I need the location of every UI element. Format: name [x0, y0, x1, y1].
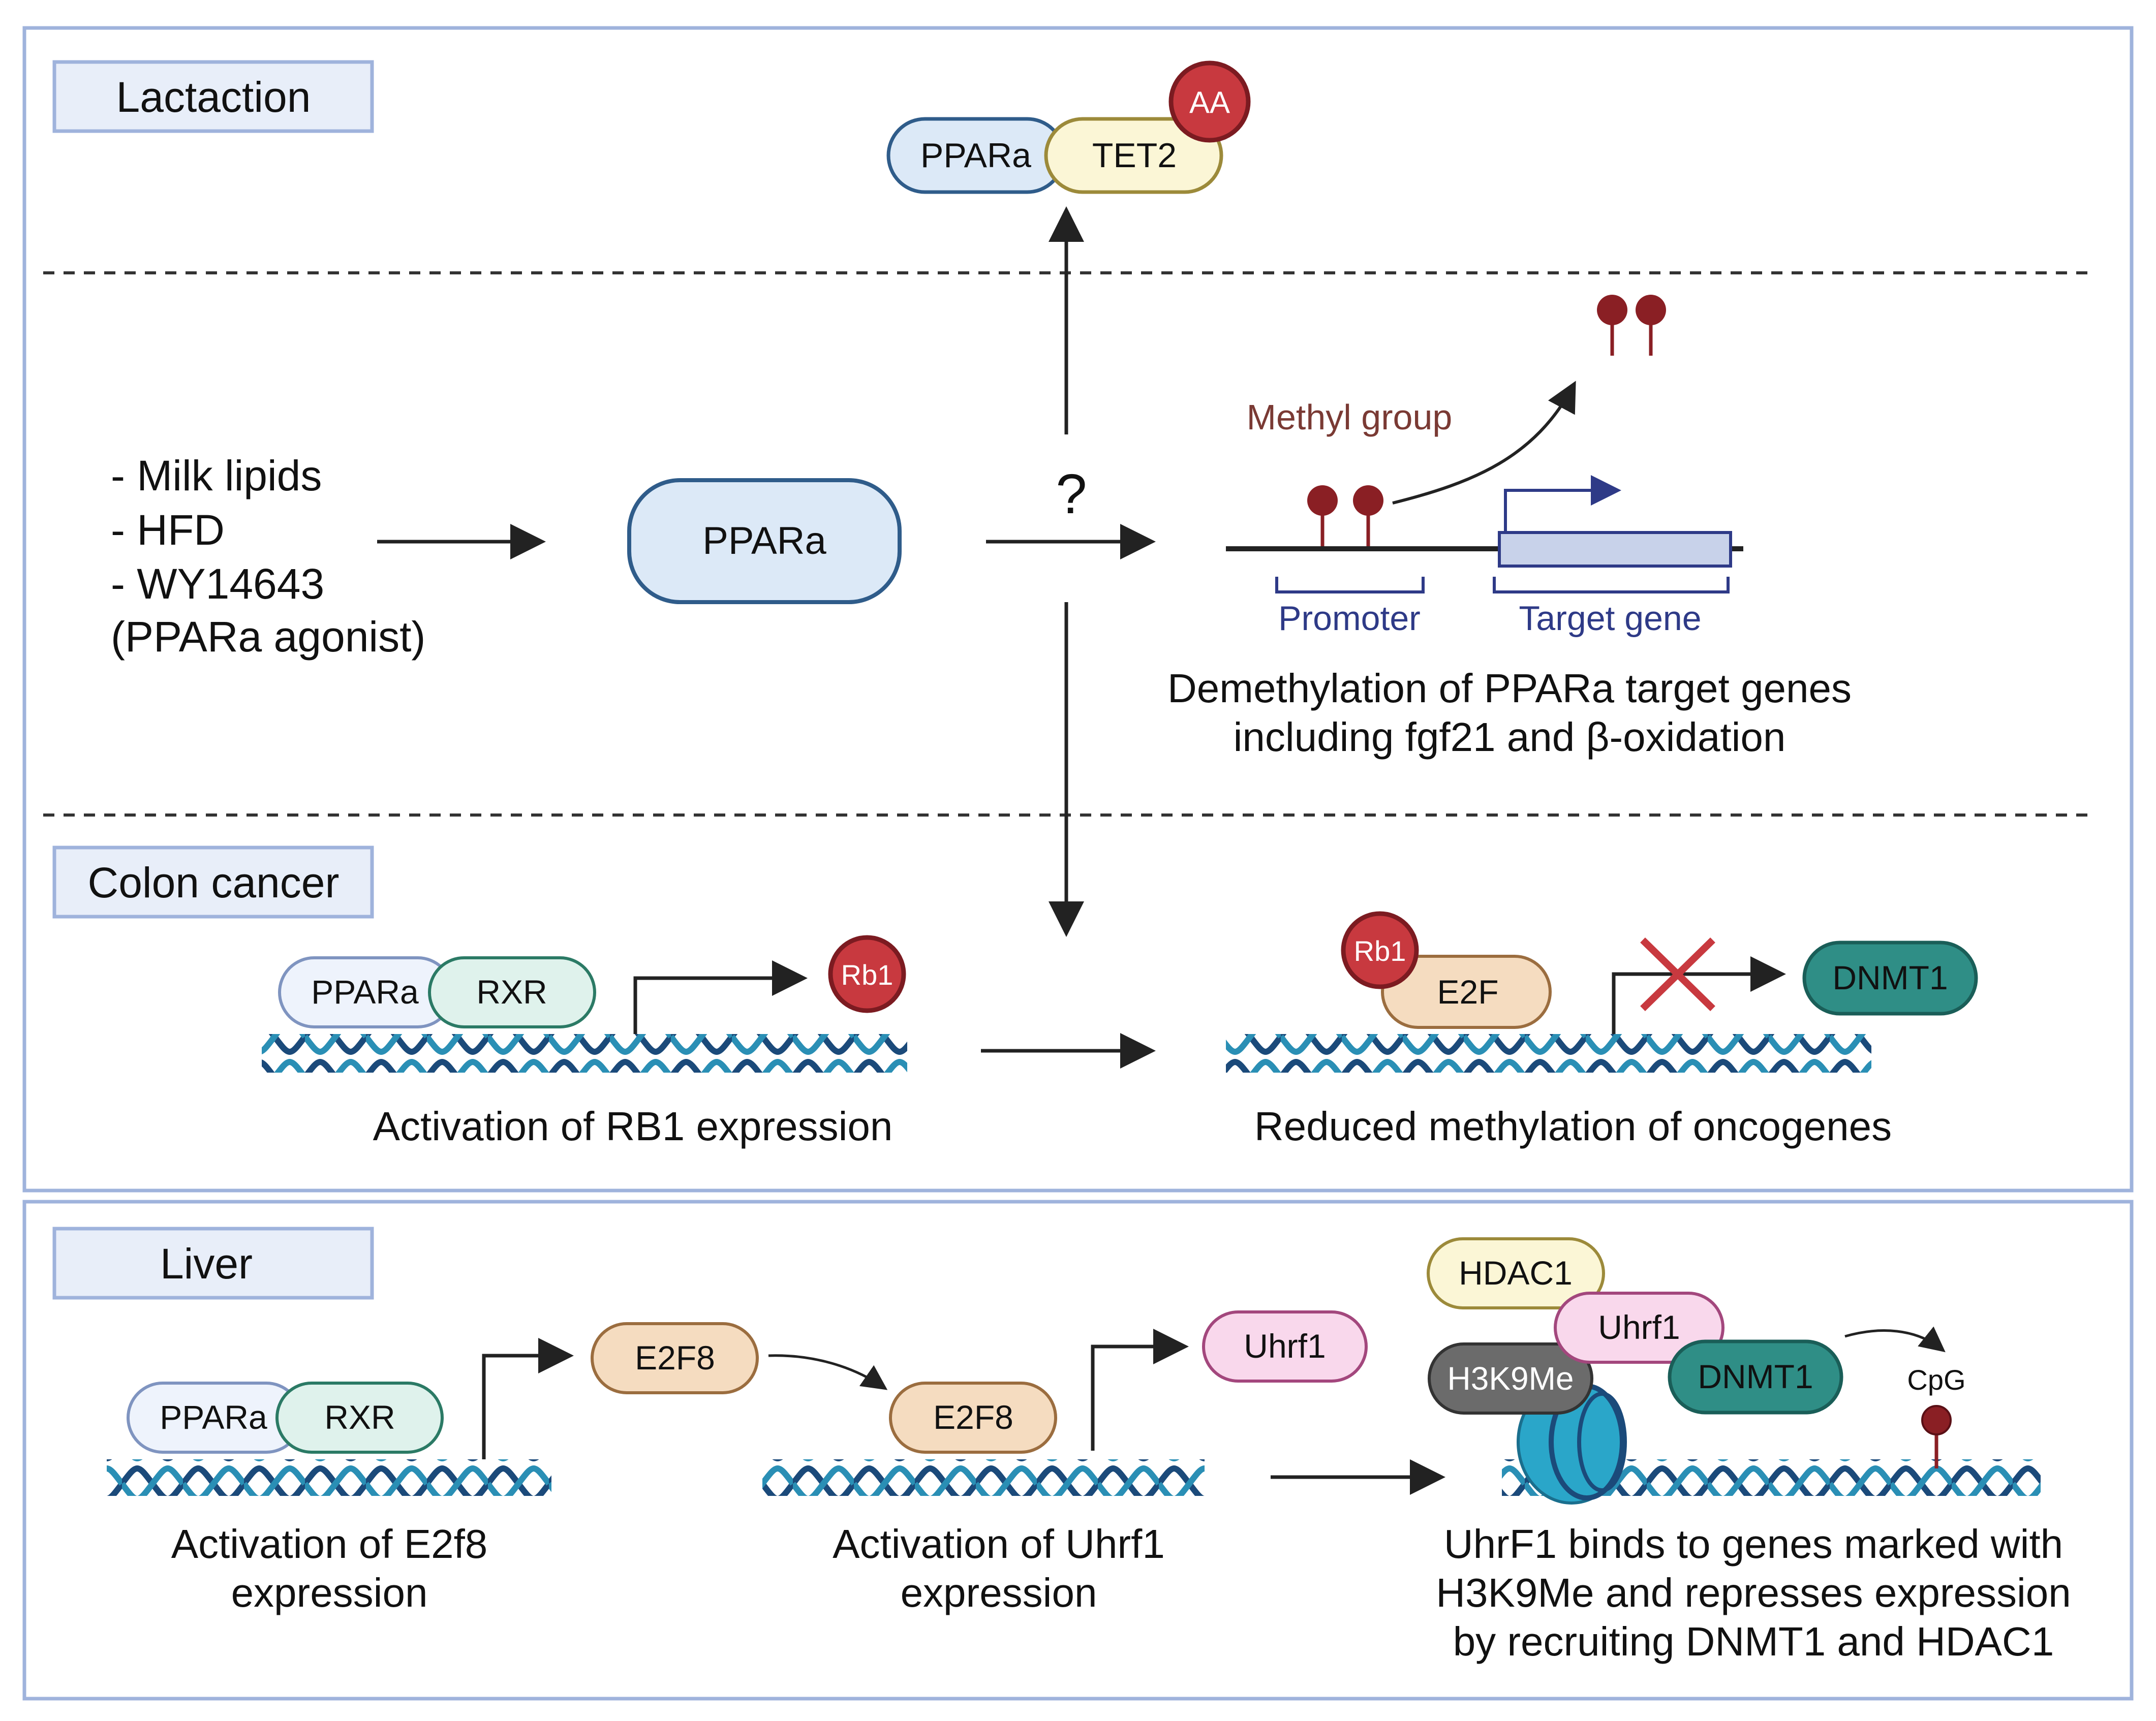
- ppara-label-colon: PPARa: [311, 973, 419, 1011]
- blocked-dnmt1-arrow: [1612, 956, 1786, 1034]
- e2f8-expression-arrow: [482, 1338, 574, 1459]
- released-methyl-groups: [1597, 295, 1666, 356]
- rxr-protein-colon: [428, 956, 596, 1028]
- demethylation-caption-2: including fgf21 and β-oxidation: [1234, 714, 1786, 760]
- ppara-tet2-complex: PPARa TET2 AA: [886, 60, 1251, 194]
- rxr-protein-liver: [275, 1382, 444, 1454]
- dnmt1-label-liver: DNMT1: [1698, 1358, 1813, 1395]
- input-ppara-agonist: (PPARa agonist): [111, 613, 425, 661]
- upper-panel-frame: [22, 26, 2134, 1193]
- bound-methyl-groups: [1307, 485, 1383, 546]
- target-gene-box: [1498, 531, 1732, 568]
- tss-arrow: [1504, 475, 1621, 533]
- e2f8-bound-label: E2F8: [933, 1398, 1013, 1436]
- hdac1-label: HDAC1: [1459, 1254, 1573, 1292]
- dnmt1-protein-liver: [1668, 1339, 1843, 1415]
- dnmt1-protein-colon: [1802, 941, 1978, 1016]
- question-mark: ?: [1056, 463, 1087, 525]
- section-label-liver: Liver: [52, 1227, 374, 1300]
- promoter-label: Promoter: [1278, 599, 1421, 638]
- svg-text:Lactaction: Lactaction: [116, 73, 311, 121]
- h3k9me-label: H3K9Me: [1447, 1360, 1574, 1397]
- input-hfd: - HFD: [111, 506, 225, 554]
- demethylation-caption-1: Demethylation of PPARa target genes: [1167, 666, 1852, 711]
- dna-helix-liver-2: [762, 1459, 1205, 1496]
- rb1-bound-circle: [1341, 911, 1419, 989]
- e2f8-protein-bound: [889, 1382, 1057, 1454]
- e2f-label: E2F: [1437, 973, 1498, 1011]
- promoter-bracket: [1275, 577, 1425, 593]
- e2f8-protein-top: E2F8: [591, 1322, 759, 1394]
- ppara-label-liver: PPARa: [160, 1398, 267, 1436]
- rxr-label-colon: RXR: [476, 973, 547, 1011]
- repression-caption-1: UhrF1 binds to genes marked with: [1444, 1521, 2063, 1567]
- dnmt1-label-colon: DNMT1: [1832, 959, 1948, 996]
- uhrf1-caption-1: Activation of Uhrf1: [833, 1521, 1165, 1567]
- uhrf1-complex-label: Uhrf1: [1598, 1308, 1680, 1346]
- repression-caption-2: H3K9Me and represses expression: [1436, 1570, 2071, 1615]
- e2f8-caption-1: Activation of E2f8: [171, 1521, 488, 1567]
- cpg-methyl-circle: [1921, 1405, 1952, 1435]
- repression-caption-3: by recruiting DNMT1 and HDAC1: [1453, 1619, 2054, 1664]
- target-gene-label: Target gene: [1519, 599, 1701, 638]
- rb1-caption: Activation of RB1 expression: [373, 1104, 893, 1149]
- input-list: - Milk lipids - HFD - WY14643 (PPARa ago…: [111, 452, 425, 661]
- section-label-colon: Colon cancer: [52, 846, 374, 919]
- uhrf1-top-label: Uhrf1: [1244, 1327, 1326, 1365]
- dna-helix-liver-1: [107, 1459, 551, 1496]
- methyl-group-label: Methyl group: [1247, 397, 1453, 437]
- colon-rb1-activation: PPARa RXR Rb1 Activation of RB1 expressi…: [262, 935, 907, 1149]
- dna-helix-colon-left: [262, 1034, 907, 1073]
- hdac1-protein: [1427, 1237, 1605, 1309]
- uhrf1-expression-arrow: [1091, 1329, 1189, 1451]
- dna-helix-colon-right: [1226, 1034, 1871, 1073]
- h3k9me-protein: [1428, 1342, 1593, 1415]
- e2f8-caption-2: expression: [231, 1570, 428, 1615]
- liver-e2f8-activation: PPARa RXR Activation of E2f8 expression: [107, 1338, 574, 1615]
- cpg-label: CpG: [1907, 1364, 1965, 1396]
- svg-text:Colon cancer: Colon cancer: [88, 859, 340, 906]
- colon-reduced-methylation: E2F Rb1 DNMT1 Reduced methylation of onc…: [1226, 911, 1978, 1149]
- svg-text:PPARa: PPARa: [702, 519, 826, 562]
- svg-text:Liver: Liver: [160, 1240, 253, 1288]
- rb1-expression-arrow: [633, 960, 808, 1034]
- block-x-icon: [1640, 937, 1715, 1012]
- aa-circle: [1168, 60, 1251, 143]
- aa-label: AA: [1189, 85, 1230, 119]
- svg-text:E2F8: E2F8: [635, 1339, 715, 1376]
- rxr-label-liver: RXR: [324, 1398, 395, 1436]
- input-milk-lipids: - Milk lipids: [111, 452, 322, 499]
- uhrf1-protein-complex: [1554, 1292, 1724, 1364]
- uhrf1-protein-top: [1202, 1310, 1368, 1383]
- liver-panel-frame: [22, 1200, 2134, 1701]
- reduced-methylation-caption: Reduced methylation of oncogenes: [1254, 1104, 1892, 1149]
- methylation-schematic: Methyl group Promoter Target gene Demeth…: [1167, 295, 1852, 760]
- tet2-protein: [1044, 117, 1223, 194]
- section-label-lactation: Lactaction: [52, 60, 374, 133]
- methyl-removal-arrow: [1392, 381, 1576, 505]
- methylation-transfer-arrow: [1844, 1326, 1946, 1353]
- ppara-label-lactation: PPARa: [920, 136, 1031, 175]
- e2f8-translocation-arrow: [768, 1354, 888, 1390]
- target-gene-bracket: [1493, 577, 1730, 593]
- ppara-center: PPARa: [627, 478, 902, 604]
- liver-uhrf1-activation: E2F8 Uhrf1 Activation of Uhrf1 expressio…: [762, 1310, 1368, 1615]
- tet2-label: TET2: [1092, 136, 1177, 175]
- uhrf1-caption-2: expression: [901, 1570, 1097, 1615]
- e2f-protein: [1381, 955, 1552, 1029]
- rb1-label: Rb1: [841, 959, 894, 991]
- rb1-circle: [828, 935, 906, 1013]
- rb1-bound-label: Rb1: [1354, 935, 1406, 967]
- liver-repression-complex: HDAC1 H3K9Me Uhrf1 DNMT1 CpG UhrF1 binds…: [1427, 1237, 2071, 1664]
- input-wy14643: - WY14643: [111, 560, 324, 608]
